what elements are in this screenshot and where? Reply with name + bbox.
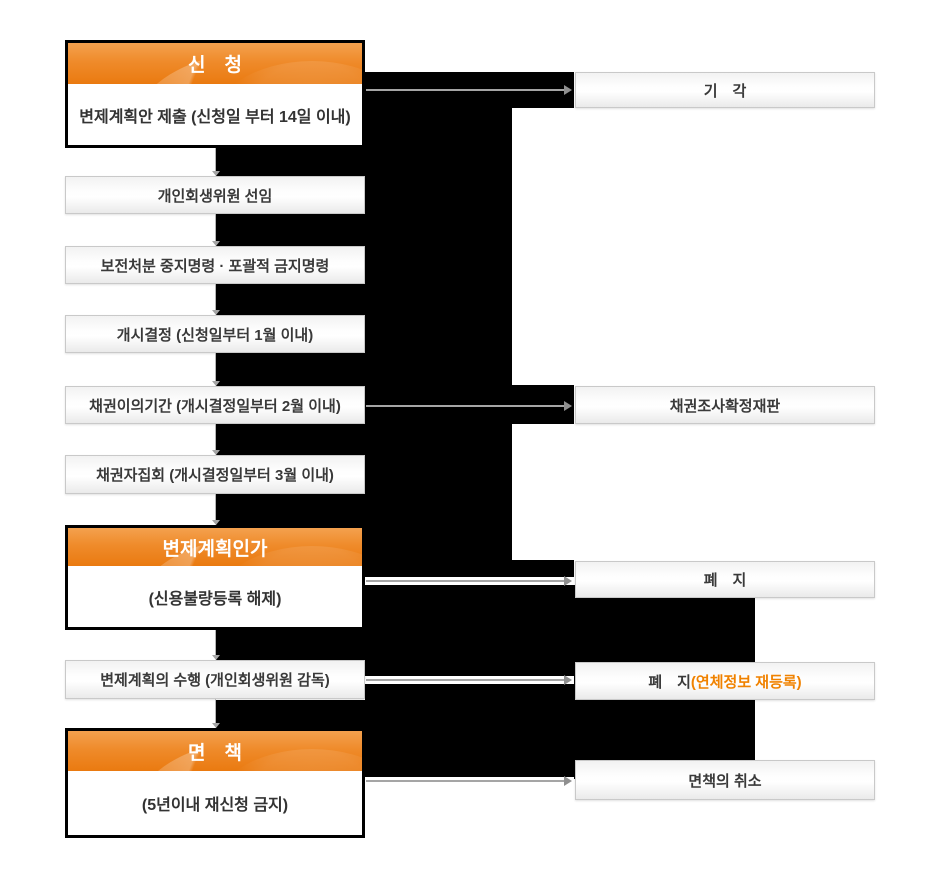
box-plan-approval-header: 변제계획인가 — [68, 528, 362, 566]
box-discharge-body-text: (5년이내 재신청 금지) — [141, 797, 289, 814]
box-commencement-decision: 개시결정 (신청일부터 1월 이내) — [65, 315, 365, 353]
connector-objection-meeting — [212, 424, 220, 455]
box-plan-approval-body-text: (신용불량등록 해제) — [148, 590, 282, 608]
box-dismissal: 기 각 — [575, 72, 875, 108]
box-claim-investigation-trial-label: 채권조사확정재판 — [669, 397, 781, 415]
box-creditors-meeting: 채권자집회 (개시결정일부터 3월 이내) — [65, 455, 365, 494]
arrow-apply-to-dismissal — [366, 85, 572, 95]
box-plan-performance-label: 변제계획의 수행 (개인회생위원 감독) — [100, 672, 330, 689]
box-plan-approval-title: 변제계획인가 — [162, 538, 268, 560]
box-discharge-cancellation: 면책의 취소 — [575, 760, 875, 800]
black-region-above-abolition-arrow — [365, 560, 574, 577]
black-region-claim-arrow-row — [365, 385, 574, 424]
arrow-discharge-to-cancellation — [366, 776, 572, 786]
box-apply: 신 청 변제계획안 제출 (신청일 부터 14일 이내) — [65, 40, 365, 148]
black-region-gap-ext-2 — [216, 700, 365, 730]
black-region-gap-ext-1 — [216, 630, 365, 660]
box-creditors-meeting-label: 채권자집회 (개시결정일부터 3월 이내) — [96, 467, 334, 484]
box-apply-header: 신 청 — [68, 43, 362, 84]
box-dismissal-label: 기 각 — [703, 82, 747, 100]
box-preservation-order-label: 보전처분 중지명령 · 포괄적 금지명령 — [100, 257, 330, 275]
box-plan-approval: 변제계획인가 (신용불량등록 해제) — [65, 525, 365, 630]
connector-apply-trustee — [212, 148, 220, 176]
box-abolition-reregister: 폐 지 (연체정보 재등록) — [575, 662, 875, 700]
arrow-performance-to-abolition2 — [366, 675, 572, 685]
connector-approval-performance — [212, 630, 220, 660]
connector-performance-discharge — [212, 699, 220, 728]
box-commencement-decision-label: 개시결정 (신청일부터 1월 이내) — [116, 326, 314, 344]
box-discharge-body: (5년이내 재신청 금지) — [68, 771, 362, 835]
connector-preservation-commencement — [212, 284, 220, 315]
box-claim-investigation-trial: 채권조사확정재판 — [575, 386, 875, 424]
box-trustee-appointment-label: 개인회생위원 선임 — [157, 187, 273, 205]
box-apply-body: 변제계획안 제출 (신청일 부터 14일 이내) — [68, 84, 362, 145]
connector-commencement-objection — [212, 353, 220, 386]
box-plan-performance: 변제계획의 수행 (개인회생위원 감독) — [65, 660, 365, 699]
connector-meeting-approval — [212, 494, 220, 525]
box-abolition: 폐 지 — [575, 561, 875, 598]
box-abolition-reregister-highlight: (연체정보 재등록) — [690, 673, 802, 691]
box-discharge-header: 면 책 — [68, 731, 362, 771]
box-apply-title: 신 청 — [188, 55, 242, 76]
connector-trustee-preservation — [212, 214, 220, 246]
box-claim-objection-period-label: 채권이의기간 (개시결정일부터 2월 이내) — [89, 397, 341, 415]
box-preservation-order: 보전처분 중지명령 · 포괄적 금지명령 — [65, 246, 365, 284]
box-discharge-cancellation-label: 면책의 취소 — [688, 772, 762, 790]
box-abolition-label: 폐 지 — [703, 572, 747, 589]
box-claim-objection-period: 채권이의기간 (개시결정일부터 2월 이내) — [65, 386, 365, 424]
box-discharge: 면 책 (5년이내 재신청 금지) — [65, 728, 365, 838]
box-discharge-title: 면 책 — [188, 742, 242, 764]
box-plan-approval-body: (신용불량등록 해제) — [68, 566, 362, 627]
box-trustee-appointment: 개인회생위원 선임 — [65, 176, 365, 214]
box-abolition-reregister-label: 폐 지 — [648, 673, 691, 691]
arrow-approval-to-abolition — [366, 576, 572, 586]
arrow-objection-to-trial — [366, 401, 572, 411]
box-apply-body-text: 변제계획안 제출 (신청일 부터 14일 이내) — [79, 108, 351, 126]
